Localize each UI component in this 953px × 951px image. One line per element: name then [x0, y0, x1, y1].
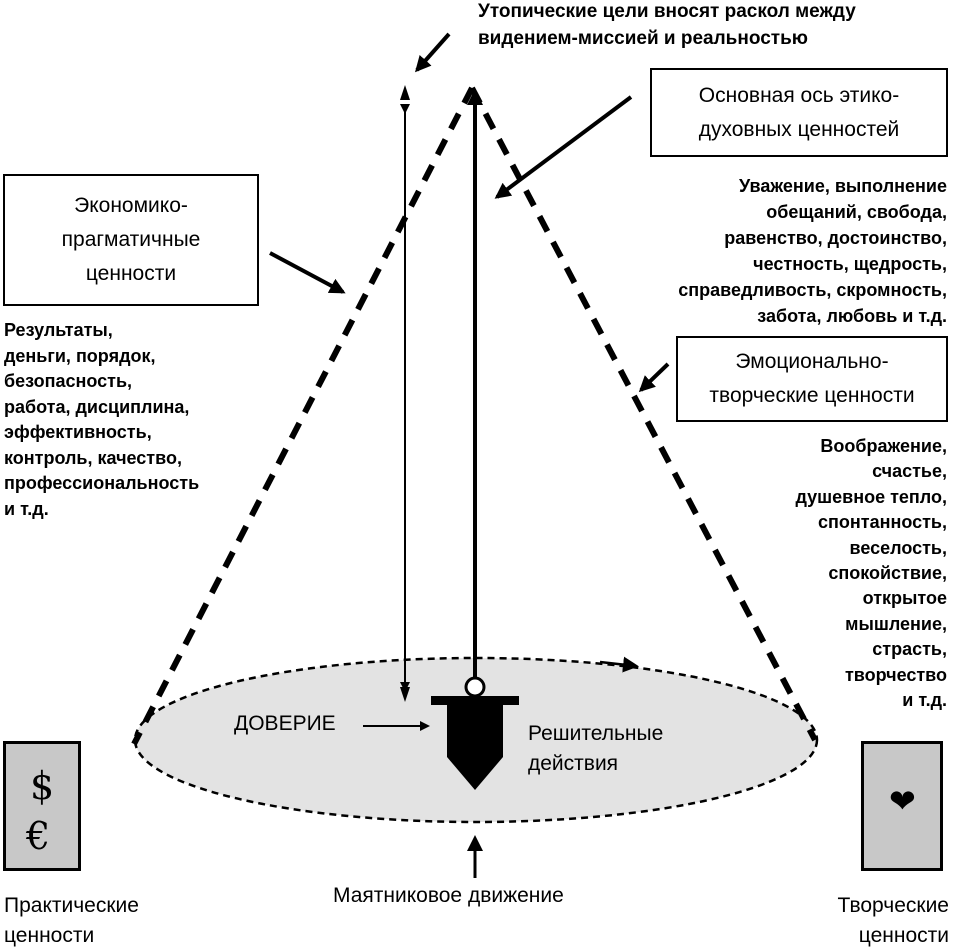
- decisive-action-label: Решительные действия: [528, 719, 663, 779]
- ethical-axis-box: Основная ось этико- духовных ценностей: [650, 68, 948, 157]
- creative-values-caption: Творческие ценности: [838, 891, 949, 951]
- cone-right-side: [469, 86, 818, 742]
- decisive-action-line: Решительные: [528, 722, 664, 745]
- economic-values-list: Результаты, деньги, порядок, безопасност…: [4, 318, 199, 522]
- pendulum-bar: [431, 696, 519, 705]
- top-note-line: видением-миссией и реальностью: [478, 28, 808, 49]
- emotional-value-line: спонтанность,: [818, 512, 947, 533]
- pendulum-movement-label: Маятниковое движение: [333, 884, 564, 907]
- heart-icon: ❤: [889, 782, 916, 820]
- emotional-value-line: счастье,: [872, 461, 947, 482]
- pendulum-pivot: [464, 676, 486, 698]
- trust-label: ДОВЕРИЕ: [234, 712, 336, 735]
- emotional-value-line: спокойствие,: [828, 563, 947, 584]
- ethical-axis-title: духовных ценностей: [698, 117, 900, 141]
- practical-values-card: $ €: [3, 741, 81, 871]
- ethical-value-line: Уважение, выполнение: [739, 176, 947, 196]
- creative-caption-line: Творческие: [837, 894, 949, 917]
- creative-caption-line: ценности: [858, 924, 949, 947]
- decisive-action-line: действия: [528, 752, 619, 775]
- emotional-box-title: Эмоционально-: [735, 350, 889, 373]
- ethical-value-line: обещаний, свобода,: [766, 202, 947, 222]
- economic-value-line: безопасность,: [4, 371, 133, 391]
- euro-icon: €: [26, 814, 51, 858]
- economic-values-box: Экономико- прагматичные ценности: [3, 174, 259, 306]
- economic-value-line: работа, дисциплина,: [4, 396, 190, 417]
- emotional-value-line: и т.д.: [902, 690, 947, 711]
- top-note-arrow: [415, 32, 451, 73]
- cone-left-side: [131, 86, 475, 746]
- practical-caption-line: Практические: [4, 894, 139, 917]
- economic-value-line: и т.д.: [4, 498, 49, 519]
- emotional-values-box: Эмоционально- творческие ценности: [676, 336, 948, 422]
- dollar-icon: $: [30, 764, 55, 808]
- emotional-value-line: душевное тепло,: [795, 486, 947, 507]
- economic-value-line: Результаты,: [4, 320, 113, 340]
- economic-box-title: ценности: [85, 262, 177, 285]
- emotional-value-line: веселость,: [849, 537, 947, 558]
- ethical-value-line: справедливость, скромность,: [678, 280, 947, 300]
- economic-value-line: эффективность,: [4, 422, 152, 442]
- ethical-values-list: Уважение, выполнение обещаний, свобода, …: [678, 173, 947, 329]
- economic-box-title: Экономико-: [74, 194, 188, 217]
- economic-value-line: профессиональность: [4, 473, 200, 493]
- emotional-values-list: Воображение, счастье, душевное тепло, сп…: [795, 434, 947, 713]
- emotional-value-line: открытое: [862, 588, 947, 609]
- emotional-value-line: мышление,: [845, 613, 947, 634]
- economic-value-line: контроль, качество,: [4, 447, 182, 468]
- emo-box-arrow: [638, 362, 670, 393]
- practical-caption-line: ценности: [4, 924, 95, 947]
- ethical-axis-title: Основная ось этико-: [698, 83, 900, 107]
- ethical-value-line: честность, щедрость,: [753, 254, 947, 274]
- practical-values-caption: Практические ценности: [4, 891, 139, 951]
- economic-value-line: деньги, порядок,: [4, 345, 156, 366]
- ethical-value-line: забота, любовь и т.д.: [757, 306, 947, 326]
- emotional-box-title: творческие ценности: [709, 384, 915, 407]
- axis-box-arrow: [494, 95, 633, 199]
- econ-box-arrow: [269, 251, 346, 294]
- top-note-line: Утопические цели вносят раскол между: [478, 1, 856, 22]
- emotional-value-line: страсть,: [872, 639, 947, 660]
- ellipse-motion-arrow: [599, 656, 639, 673]
- emotional-value-line: творчество: [844, 664, 947, 685]
- economic-box-title: прагматичные: [61, 228, 201, 251]
- creative-values-card: ❤: [861, 741, 943, 871]
- pendulum-bob: [447, 705, 503, 790]
- ethical-value-line: равенство, достоинство,: [724, 228, 947, 248]
- emotional-value-line: Воображение,: [820, 436, 947, 456]
- top-note: Утопические цели вносят раскол между вид…: [478, 0, 856, 52]
